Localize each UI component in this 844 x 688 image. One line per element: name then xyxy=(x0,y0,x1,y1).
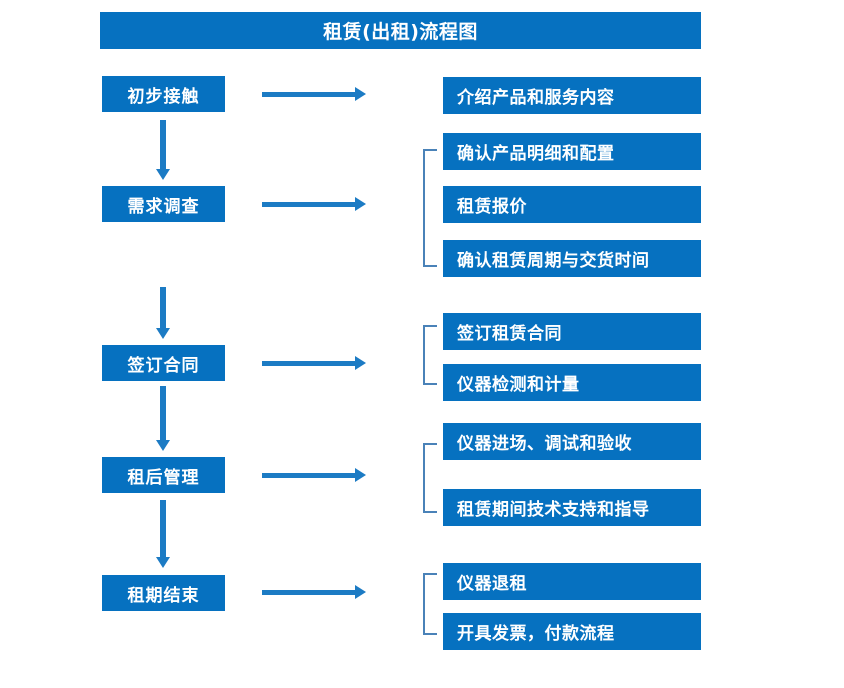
stage-box-sign-contract[interactable]: 签订合同 xyxy=(102,345,225,381)
group-bracket-icon-sign-contract xyxy=(423,325,437,385)
detail-box-instrument-inspection[interactable]: 仪器检测和计量 xyxy=(443,364,701,401)
page-title: 租赁(出租)流程图 xyxy=(100,12,701,49)
detail-box-confirm-lease-period[interactable]: 确认租赁周期与交货时间 xyxy=(443,240,701,277)
stage-box-lease-end[interactable]: 租期结束 xyxy=(102,575,225,611)
arrow-down-icon-3 xyxy=(155,386,171,451)
group-bracket-icon-lease-end xyxy=(423,573,437,635)
group-bracket-icon-post-lease xyxy=(423,443,437,513)
arrow-right-icon-5 xyxy=(262,584,366,600)
stage-box-needs-survey[interactable]: 需求调查 xyxy=(102,186,225,222)
arrow-right-icon-4 xyxy=(262,467,366,483)
detail-box-confirm-product-details[interactable]: 确认产品明细和配置 xyxy=(443,133,701,170)
detail-box-introduce-products[interactable]: 介绍产品和服务内容 xyxy=(443,77,701,114)
detail-box-technical-support[interactable]: 租赁期间技术支持和指导 xyxy=(443,489,701,526)
detail-box-instrument-return[interactable]: 仪器退租 xyxy=(443,563,701,600)
group-bracket-icon-needs-survey xyxy=(423,149,437,267)
arrow-down-icon-1 xyxy=(155,120,171,180)
detail-box-sign-lease-contract[interactable]: 签订租赁合同 xyxy=(443,313,701,350)
detail-box-instrument-delivery[interactable]: 仪器进场、调试和验收 xyxy=(443,423,701,460)
stage-box-post-lease-management[interactable]: 租后管理 xyxy=(102,457,225,493)
arrow-right-icon-3 xyxy=(262,355,366,371)
arrow-right-icon-1 xyxy=(262,86,366,102)
arrow-down-icon-4 xyxy=(155,500,171,568)
stage-box-initial-contact[interactable]: 初步接触 xyxy=(102,76,225,112)
arrow-down-icon-2 xyxy=(155,287,171,339)
arrow-right-icon-2 xyxy=(262,196,366,212)
detail-box-invoice-payment[interactable]: 开具发票，付款流程 xyxy=(443,613,701,650)
detail-box-lease-quotation[interactable]: 租赁报价 xyxy=(443,186,701,223)
